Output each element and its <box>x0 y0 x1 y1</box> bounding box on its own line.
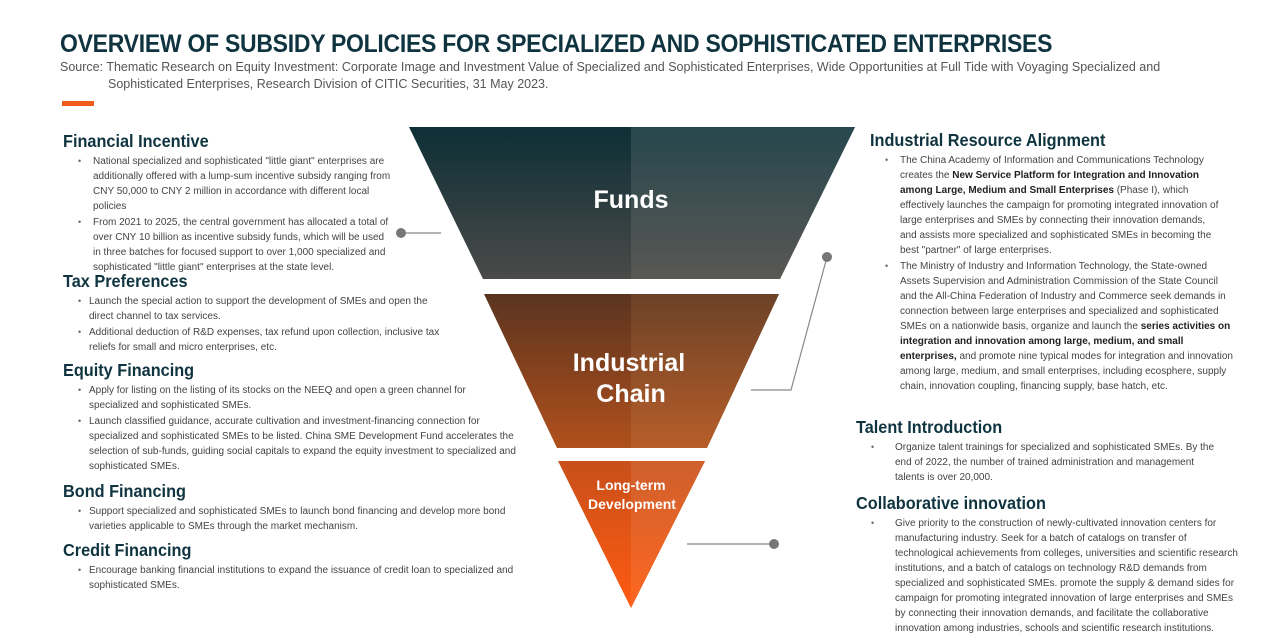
list-item: Give priority to the construction of new… <box>856 516 1243 636</box>
list-item: National specialized and sophisticated "… <box>63 154 393 214</box>
bond-financing-list: Support specialized and sophisticated SM… <box>63 504 533 534</box>
section-tax-preferences: Tax Preferences Launch the special actio… <box>63 271 453 356</box>
funds-label: Funds <box>594 186 669 214</box>
section-collaborative-innovation: Collaborative innovation Give priority t… <box>856 493 1256 637</box>
section-bond-financing: Bond Financing Support specialized and s… <box>63 481 533 535</box>
equity-financing-heading: Equity Financing <box>63 360 195 380</box>
long-term-label-line2: Development <box>588 496 676 512</box>
funnel-segment-long-term-development-highlight <box>631 461 705 608</box>
industrial-resource-alignment-list: The China Academy of Information and Com… <box>870 153 1245 394</box>
connector-right-long-term <box>687 539 779 549</box>
section-equity-financing: Equity Financing Apply for listing on th… <box>63 360 533 475</box>
equity-financing-list: Apply for listing on the listing of its … <box>63 383 533 474</box>
list-item: From 2021 to 2025, the central governmen… <box>63 215 393 275</box>
list-item: Encourage banking financial institutions… <box>63 563 524 593</box>
tax-preferences-heading: Tax Preferences <box>63 271 188 291</box>
list-item: Launch classified guidance, accurate cul… <box>63 414 519 474</box>
list-item: Additional deduction of R&D expenses, ta… <box>63 325 444 355</box>
list-item: The China Academy of Information and Com… <box>870 153 1220 258</box>
industrial-chain-label-line2: Chain <box>596 380 665 408</box>
source-line-2: Sophisticated Enterprises, Research Divi… <box>108 77 549 91</box>
funnel-segment-industrial-chain-highlight <box>631 294 779 448</box>
industrial-chain-label-line1: Industrial <box>573 349 686 377</box>
section-financial-incentive: Financial Incentive National specialized… <box>63 131 433 276</box>
collaborative-innovation-list: Give priority to the construction of new… <box>856 516 1256 636</box>
industrial-resource-alignment-heading: Industrial Resource Alignment <box>870 130 1106 150</box>
connector-right-industrial-chain <box>751 252 832 391</box>
list-item: Organize talent trainings for specialize… <box>856 440 1215 485</box>
section-industrial-resource-alignment: Industrial Resource Alignment The China … <box>870 130 1245 395</box>
tax-preferences-list: Launch the special action to support the… <box>63 294 453 355</box>
bond-financing-heading: Bond Financing <box>63 481 186 501</box>
collaborative-innovation-heading: Collaborative innovation <box>856 493 1046 513</box>
section-talent-introduction: Talent Introduction Organize talent trai… <box>856 417 1236 486</box>
talent-introduction-list: Organize talent trainings for specialize… <box>856 440 1236 485</box>
talent-introduction-heading: Talent Introduction <box>856 417 1003 437</box>
list-item: Support specialized and sophisticated SM… <box>63 504 514 534</box>
accent-bar <box>62 101 94 106</box>
section-credit-financing: Credit Financing Encourage banking finan… <box>63 540 533 594</box>
connector-left-funds <box>396 228 441 238</box>
financial-incentive-list: National specialized and sophisticated "… <box>63 154 433 275</box>
financial-incentive-heading: Financial Incentive <box>63 131 209 151</box>
credit-financing-list: Encourage banking financial institutions… <box>63 563 533 593</box>
source-citation: Source: Thematic Research on Equity Inve… <box>60 59 1170 93</box>
credit-financing-heading: Credit Financing <box>63 540 192 560</box>
list-item: Apply for listing on the listing of its … <box>63 383 473 413</box>
funnel-segment-funds-highlight <box>631 127 855 279</box>
list-item: Launch the special action to support the… <box>63 294 434 324</box>
page-title: OVERVIEW OF SUBSIDY POLICIES FOR SPECIAL… <box>60 30 1053 58</box>
source-line-1: Source: Thematic Research on Equity Inve… <box>60 60 1161 74</box>
list-item: The Ministry of Industry and Information… <box>870 259 1235 394</box>
long-term-label-line1: Long-term <box>596 477 665 493</box>
